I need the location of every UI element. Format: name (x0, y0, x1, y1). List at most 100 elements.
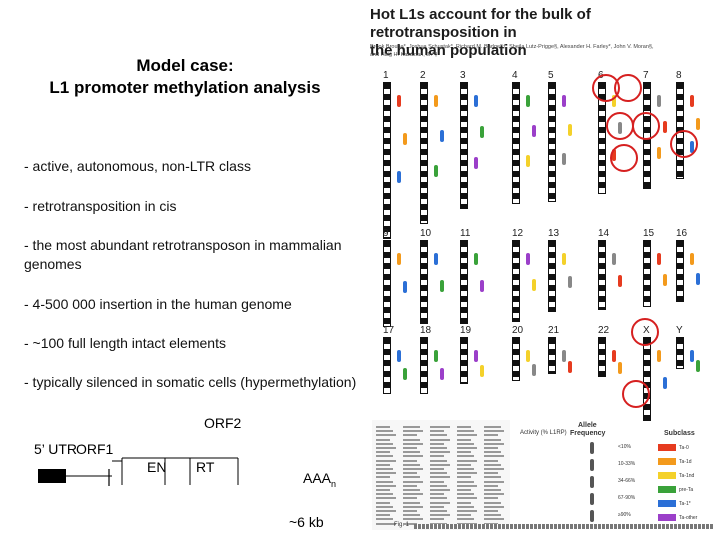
table-cell (376, 480, 393, 483)
l1-insertion-marker (532, 125, 536, 137)
figure-caption-text (414, 524, 714, 529)
legend-subclass-swatch (658, 500, 676, 507)
table-cell (430, 430, 444, 433)
table-cell (457, 430, 474, 433)
table-cell (457, 493, 474, 496)
l1-insertion-marker (526, 253, 530, 265)
table-cell (457, 426, 471, 428)
table-cell (484, 459, 498, 462)
table-cell (376, 472, 396, 475)
table-cell (430, 472, 447, 475)
l1-insertion-marker (696, 360, 700, 372)
l1-insertion-marker (480, 280, 484, 292)
table-cell (430, 505, 444, 508)
hot-l1-highlight-circle (606, 112, 634, 140)
table-cell (403, 438, 420, 441)
l1-insertion-marker (562, 95, 566, 107)
legend-subclass-swatch (658, 458, 676, 465)
l1-insertion-marker (568, 124, 572, 136)
table-cell (484, 518, 504, 521)
table-cell (403, 434, 417, 437)
l1-insertion-marker (434, 165, 438, 177)
table-cell (403, 518, 423, 521)
legend-figure-icon (590, 442, 594, 454)
polya-subscript: n (331, 478, 337, 489)
l1-insertion-marker (397, 350, 401, 362)
table-cell (403, 447, 417, 449)
chromosome-label: 15 (643, 228, 655, 239)
table-cell (484, 476, 501, 479)
paper-authors: Brook Brouha*, Joshua Schustak*, Richard… (370, 43, 710, 59)
chromosome-bar (643, 337, 651, 421)
table-cell (484, 505, 504, 508)
l1-insertion-marker (696, 118, 700, 130)
legend-subclass-label: Subclass (664, 430, 695, 437)
l1-insertion-marker (440, 368, 444, 380)
paper-title-line1: Hot L1s account for the bulk of retrotra… (370, 6, 591, 41)
table-cell (403, 459, 417, 462)
paper-title-line2: the human population (370, 42, 527, 59)
chromosome-bar (420, 240, 428, 324)
l1-insertion-marker (663, 121, 667, 133)
table-cell (430, 442, 444, 445)
l1-insertion-marker (397, 95, 401, 107)
l1-insertion-marker (397, 171, 401, 183)
table-cell (457, 442, 474, 445)
chromosome-bar (420, 337, 428, 394)
table-cell (376, 430, 393, 433)
table-cell (484, 442, 504, 445)
table-cell (457, 497, 477, 500)
legend-figure-icon (590, 476, 594, 488)
table-cell (376, 438, 390, 441)
hot-l1-highlight-circle (632, 112, 660, 140)
chromosome-bar (420, 82, 428, 224)
table-cell (430, 426, 450, 428)
table-cell (376, 518, 393, 521)
table-cell (430, 434, 447, 437)
table-cell (457, 438, 471, 441)
table-cell (457, 489, 471, 491)
table-cell (430, 463, 450, 466)
chromosome-bar (548, 240, 556, 312)
table-cell (430, 518, 444, 521)
table-cell (403, 468, 423, 470)
table-cell (457, 447, 477, 449)
table-cell (430, 501, 450, 504)
table-cell (376, 463, 390, 466)
table-cell (484, 438, 501, 441)
polya-tail-label: AAAn (303, 470, 337, 489)
legend-subclass-swatch (658, 486, 676, 493)
table-cell (430, 484, 447, 487)
table-cell (430, 455, 444, 458)
chromosome-label: 5 (548, 70, 554, 81)
legend-frequency-value: <10% (618, 444, 631, 450)
legend-frequency-value: 10-33% (618, 461, 636, 467)
chromosome-label: 3 (460, 70, 466, 81)
table-cell (403, 476, 420, 479)
table-cell (430, 493, 444, 496)
paper-authors-line2: and Haig H. Kazazian, Jr.*¶ (370, 52, 438, 58)
chromosome-bar (512, 82, 520, 204)
table-cell (376, 497, 396, 500)
bullet-item: - the most abundant retrotransposon in m… (24, 237, 342, 272)
table-cell (484, 447, 498, 449)
l1-insertion-marker (657, 253, 661, 265)
table-cell (376, 501, 390, 504)
table-cell (403, 522, 417, 525)
table-cell (376, 484, 396, 487)
l1-insertion-marker (526, 350, 530, 362)
legend-subclass-value: Ta-1d (679, 459, 692, 465)
l1-insertion-marker (532, 364, 536, 376)
table-cell (403, 472, 417, 475)
hot-l1-highlight-circle (614, 74, 642, 102)
table-cell (430, 514, 450, 517)
table-cell (484, 484, 498, 487)
orf1-label: ORF1 (76, 441, 114, 457)
table-cell (484, 514, 501, 517)
table-cell (457, 514, 471, 517)
paper-authors-line1: Brook Brouha*, Joshua Schustak*, Richard… (370, 44, 654, 50)
table-cell (457, 518, 474, 521)
table-cell (430, 459, 447, 462)
length-label: ~6 kb (289, 514, 324, 530)
utr-label: 5’ UTR (34, 441, 78, 457)
